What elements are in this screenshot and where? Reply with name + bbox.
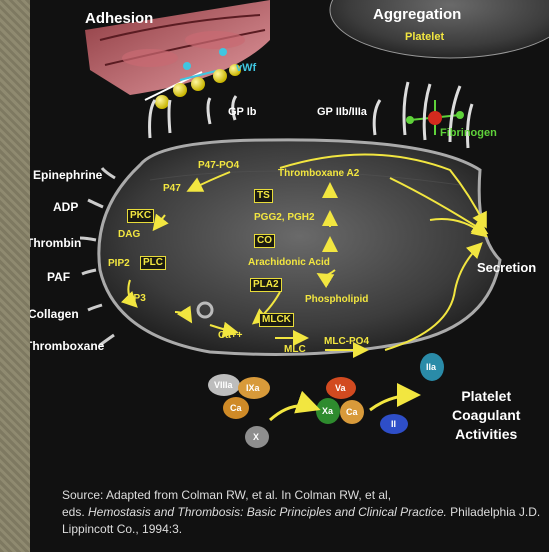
heading-adhesion: Adhesion <box>85 10 153 27</box>
label-gpib: GP Ib <box>228 106 257 118</box>
label-gpiib: GP IIb/IIIa <box>317 106 367 118</box>
label-pip2: PIP2 <box>108 258 130 269</box>
coagulant-activities: Platelet Coagulant Activities <box>452 387 520 444</box>
box-co: CO <box>254 234 275 248</box>
label-p47: P47 <box>163 183 181 194</box>
label-vwf: vWf <box>236 62 256 74</box>
factor-viiia: VIIIa <box>214 380 233 390</box>
membrane-receptors <box>150 82 472 148</box>
label-fibrinogen: Fibrinogen <box>440 127 497 139</box>
agonist-adp: ADP <box>53 200 78 214</box>
factor-ixa: IXa <box>246 383 260 393</box>
agonist-thromboxane: Thromboxane <box>30 339 104 353</box>
factor-x: X <box>253 432 259 442</box>
label-mlcpo4: MLC-PO4 <box>324 336 369 347</box>
factor-ii: II <box>391 419 396 429</box>
label-txa2: Thromboxane A2 <box>278 168 359 179</box>
diagram-stage: Adhesion Aggregation Platelet Secretion … <box>30 0 549 470</box>
label-ip3: I P3 <box>128 293 146 304</box>
factor-xa: Xa <box>322 406 333 416</box>
label-aa: Arachidonic Acid <box>248 257 330 268</box>
box-mlck: MLCK <box>259 313 294 327</box>
label-ca: Ca++ <box>218 330 242 341</box>
agonist-paf: PAF <box>47 270 70 284</box>
label-phospholipid: Phospholipid <box>305 294 368 305</box>
factor-iia: IIa <box>426 362 436 372</box>
factor-ca1: Ca <box>230 403 242 413</box>
label-pgg: PGG2, PGH2 <box>254 212 315 223</box>
agonist-thrombin: Thrombin <box>30 236 81 250</box>
box-plc: PLC <box>140 256 166 270</box>
agonist-collagen: Collagen <box>30 307 79 321</box>
source-citation: Source: Adapted from Colman RW, et al. I… <box>62 487 542 538</box>
label-platelet: Platelet <box>405 31 444 43</box>
box-ts: TS <box>254 189 273 203</box>
label-dag: DAG <box>118 229 140 240</box>
factor-va: Va <box>335 383 346 393</box>
label-mlc: MLC <box>284 344 306 355</box>
coagulation-factors <box>208 353 444 448</box>
label-secretion: Secretion <box>477 260 536 275</box>
label-p47po4: P47-PO4 <box>198 160 239 171</box>
box-pla2: PLA2 <box>250 278 282 292</box>
heading-aggregation: Aggregation <box>373 6 461 23</box>
factor-ca2: Ca <box>346 407 358 417</box>
agonist-epinephrine: Epinephrine <box>33 168 102 182</box>
box-pkc: PKC <box>127 209 154 223</box>
